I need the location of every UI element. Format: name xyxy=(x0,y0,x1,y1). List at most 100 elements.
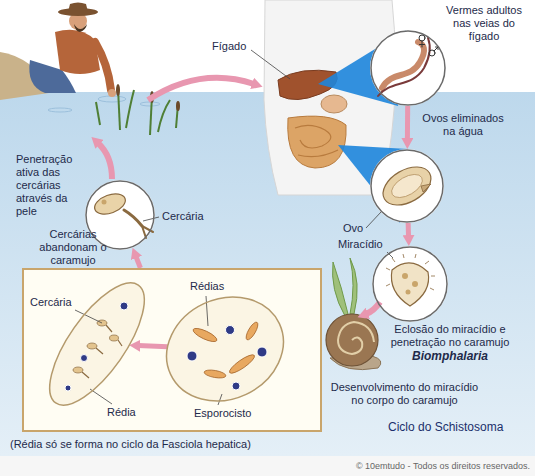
node-outline xyxy=(165,294,285,404)
inset-circles xyxy=(370,149,444,223)
egg xyxy=(376,159,437,213)
snail xyxy=(326,258,381,370)
node-outline xyxy=(371,31,445,105)
egg xyxy=(388,170,426,203)
redia xyxy=(118,340,122,346)
sporocyst-oval: RédiasEsporocisto xyxy=(165,294,285,404)
cycle-arrows xyxy=(98,143,112,179)
miracidium xyxy=(386,254,435,306)
genus-label: Biomphalaria xyxy=(370,349,530,363)
step-label: Desenvolvimento do miracídio no corpo do… xyxy=(327,381,482,407)
adult-worms xyxy=(382,42,424,88)
cycle-arrow xyxy=(136,256,141,268)
inset-circles xyxy=(372,246,448,322)
sporocyst xyxy=(149,278,300,419)
reed-heads xyxy=(176,101,180,111)
human-body xyxy=(321,95,347,113)
node-outline xyxy=(371,150,443,222)
inset-circle: Vermes adultos nas veias do fígado xyxy=(370,30,446,106)
reeds xyxy=(126,90,134,128)
organ-label: Fígado xyxy=(212,40,252,53)
callout-label: Esporocisto xyxy=(194,407,264,420)
node-outline xyxy=(149,278,300,419)
node-outline xyxy=(373,247,447,321)
miracidium xyxy=(391,263,428,306)
redia xyxy=(110,335,119,341)
inset-box: (Rédia só se forma no ciclo da Fasciola … xyxy=(22,268,322,432)
human-body xyxy=(295,125,338,156)
reeds xyxy=(96,102,100,125)
cycle-arrow xyxy=(406,223,411,237)
egg xyxy=(421,184,431,192)
inset-box-ground xyxy=(22,268,322,432)
sporocyst xyxy=(192,326,219,344)
diagram-title: Ciclo do Schistosoma xyxy=(388,420,528,434)
cercaria xyxy=(92,190,153,238)
cercaria xyxy=(92,190,128,218)
footnote: (Rédia só se forma no ciclo da Fasciola … xyxy=(10,438,340,451)
sporocyst xyxy=(244,321,260,342)
miracidium xyxy=(412,281,418,287)
node-outline xyxy=(370,149,444,223)
reed-heads xyxy=(116,84,120,96)
redia xyxy=(106,325,112,332)
step-label: Penetração ativa das cercárias através d… xyxy=(16,153,88,218)
redia xyxy=(73,367,83,373)
callout-label: Ovo xyxy=(343,222,369,235)
human-body xyxy=(288,116,346,168)
node-outline xyxy=(370,30,446,106)
node-outline xyxy=(372,246,448,322)
miracidium xyxy=(406,290,411,295)
adult-worms xyxy=(378,38,430,96)
cycle-arrows xyxy=(98,78,380,314)
snail xyxy=(350,258,357,314)
cycle-arrows xyxy=(148,78,254,100)
leader-lines xyxy=(366,212,381,228)
sporocyst xyxy=(204,369,227,380)
snail xyxy=(333,262,349,316)
water-ripples xyxy=(48,108,72,112)
water-ripples xyxy=(140,102,160,106)
leader-lines xyxy=(143,217,159,221)
reeds xyxy=(96,88,178,135)
redia-oval: CercáriaRédia xyxy=(47,284,147,404)
redia xyxy=(96,348,103,354)
leader-lines xyxy=(218,394,222,405)
cycle-arrow xyxy=(138,346,167,347)
redia xyxy=(81,355,88,362)
miracidium xyxy=(386,254,435,290)
step-label: Cercárias abandonam o caramujo xyxy=(34,228,112,267)
callout-label: Vermes adultos nas veias do fígado xyxy=(438,4,530,43)
cercaria xyxy=(124,210,142,226)
egg xyxy=(376,159,437,213)
redia xyxy=(120,302,128,310)
sporocyst xyxy=(187,351,197,361)
reeds xyxy=(158,100,170,132)
callout-label: Rédias xyxy=(190,280,232,293)
callout-label: Cercária xyxy=(162,210,214,223)
inset-circle: Miracídio xyxy=(372,246,448,322)
callout-label: Cercária xyxy=(30,296,82,309)
footer-strip xyxy=(0,456,535,476)
leader-lines xyxy=(206,296,208,326)
man xyxy=(95,42,111,90)
man xyxy=(108,89,116,97)
inset-circles xyxy=(370,30,446,106)
node-outline xyxy=(33,269,161,419)
cycle-arrow xyxy=(405,106,410,140)
snail xyxy=(338,322,374,354)
man xyxy=(68,3,88,13)
leader-lines xyxy=(251,50,290,79)
sporocyst xyxy=(149,278,300,419)
leader-lines xyxy=(75,50,393,405)
callout-label: Miracídio xyxy=(338,238,390,251)
man xyxy=(0,3,116,101)
adult-worms xyxy=(434,47,438,51)
redia xyxy=(82,372,89,378)
step-label: Eclosão do miracídio e penetração no car… xyxy=(370,323,530,349)
water-ripples xyxy=(48,96,160,112)
leader-lines xyxy=(90,389,112,404)
edge-label: Ovos eliminados na água xyxy=(418,112,508,138)
man xyxy=(74,24,87,32)
